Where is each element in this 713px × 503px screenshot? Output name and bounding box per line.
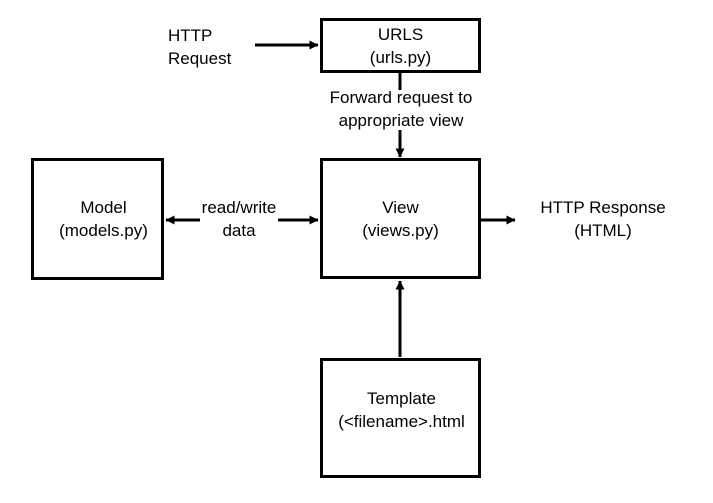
node-view-line1: View — [382, 197, 419, 217]
node-urls-text: URLS (urls.py) — [370, 23, 431, 69]
node-model-text: Model (models.py) — [59, 196, 148, 242]
label-read-write-line1: read/write — [201, 198, 277, 217]
node-urls-line2: (urls.py) — [369, 47, 432, 67]
label-http-request-line2: Request — [168, 49, 232, 68]
label-read-write-line2: data — [222, 221, 256, 240]
node-model-line2: (models.py) — [59, 221, 148, 240]
node-template[interactable]: Template (<filename>.html — [320, 358, 481, 478]
label-http-request: HTTP Request — [168, 24, 248, 70]
node-template-line1: Template — [367, 389, 436, 408]
label-http-response-line2: (HTML) — [574, 221, 632, 240]
node-view-line2: (views.py) — [362, 220, 439, 240]
label-forward-request: Forward request to appropriate view — [320, 86, 482, 132]
node-template-text: Template (<filename>.html — [338, 387, 465, 433]
label-http-response: HTTP Response (HTML) — [520, 196, 686, 242]
node-model-line1: Model — [80, 198, 127, 217]
node-urls[interactable]: URLS (urls.py) — [320, 18, 481, 73]
node-view[interactable]: View (views.py) — [320, 158, 481, 279]
node-view-text: View (views.py) — [362, 196, 439, 242]
label-http-request-line1: HTTP — [168, 26, 213, 45]
label-read-write-data: read/write data — [198, 196, 280, 242]
label-http-response-line1: HTTP Response — [540, 198, 666, 217]
label-forward-line2: appropriate view — [338, 111, 464, 130]
node-model[interactable]: Model (models.py) — [31, 158, 164, 280]
node-template-line2: (<filename>.html — [338, 412, 465, 431]
node-urls-line1: URLS — [377, 24, 424, 44]
label-forward-line1: Forward request to — [329, 88, 473, 107]
